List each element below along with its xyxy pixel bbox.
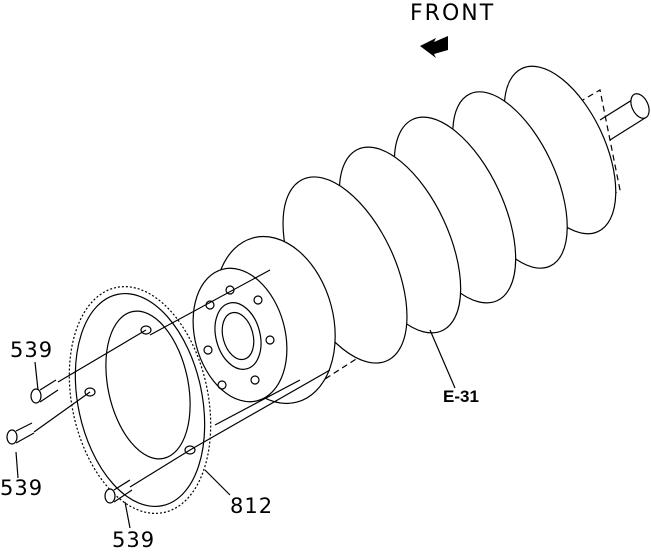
front-label: FRONT — [410, 1, 496, 26]
front-arrow-icon — [420, 36, 448, 58]
callout-539-bottom: 539 — [112, 528, 156, 552]
bolt-top — [30, 379, 59, 404]
callout-539-top: 539 — [10, 338, 54, 362]
ring-gear — [68, 286, 212, 514]
callout-812: 812 — [230, 494, 274, 518]
callout-e31[interactable]: E-31 — [443, 387, 479, 406]
crankshaft — [192, 65, 650, 405]
bolt-middle — [6, 422, 35, 445]
bolt-bottom — [104, 479, 133, 504]
callout-539-middle: 539 — [0, 476, 44, 500]
